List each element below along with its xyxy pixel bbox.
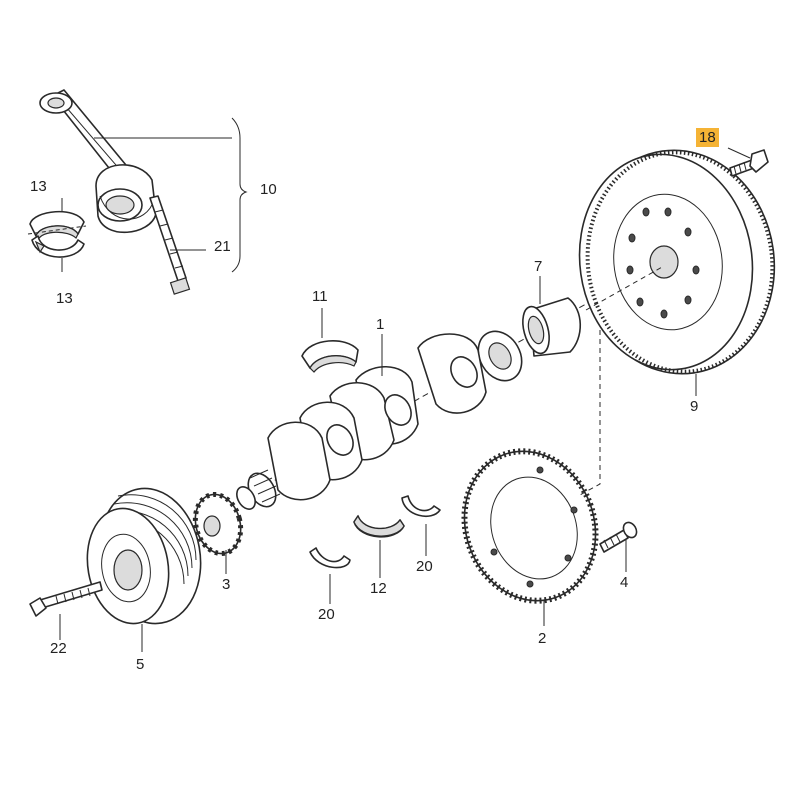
flywheel-bolt-holes bbox=[626, 207, 700, 319]
callout-7[interactable]: 7 bbox=[534, 258, 543, 275]
rod-bearing-shell-lower bbox=[31, 235, 85, 258]
callout-18-highlighted[interactable]: 18 bbox=[696, 128, 719, 147]
main-bearing-shell-upper bbox=[301, 340, 359, 373]
rod-bolt bbox=[149, 195, 191, 295]
callout-20-left[interactable]: 20 bbox=[318, 606, 335, 623]
flywheel-bolt bbox=[729, 149, 769, 177]
flywheel bbox=[578, 149, 776, 375]
drive-plate bbox=[461, 448, 599, 604]
callout-12[interactable]: 12 bbox=[370, 580, 387, 597]
pilot-bearing bbox=[522, 297, 581, 357]
leader-lines bbox=[59, 147, 751, 652]
crankshaft bbox=[236, 261, 661, 510]
callout-20-right[interactable]: 20 bbox=[416, 558, 433, 575]
thrust-washer-right bbox=[401, 495, 441, 518]
callout-11[interactable]: 11 bbox=[312, 288, 328, 305]
callout-13-top[interactable]: 13 bbox=[30, 178, 47, 195]
rod-bearing-shell-upper bbox=[29, 210, 85, 242]
thrust-washer-left bbox=[309, 547, 351, 569]
callout-10-bracket bbox=[27, 117, 248, 273]
callout-1[interactable]: 1 bbox=[376, 316, 385, 333]
callout-5[interactable]: 5 bbox=[136, 656, 145, 673]
callout-9[interactable]: 9 bbox=[690, 398, 699, 415]
pulley-bolt bbox=[29, 581, 103, 617]
callout-4[interactable]: 4 bbox=[620, 574, 629, 591]
crank-pulley bbox=[86, 487, 202, 625]
callout-22[interactable]: 22 bbox=[50, 640, 67, 657]
callout-2[interactable]: 2 bbox=[538, 630, 547, 647]
callout-13-bottom[interactable]: 13 bbox=[56, 290, 73, 307]
drive-plate-bolt bbox=[599, 521, 638, 553]
crank-sprocket bbox=[192, 491, 244, 557]
callout-3[interactable]: 3 bbox=[222, 576, 231, 593]
callout-21[interactable]: 21 bbox=[214, 238, 231, 255]
callout-10[interactable]: 10 bbox=[260, 181, 277, 198]
main-bearing-shell-lower bbox=[353, 514, 405, 538]
